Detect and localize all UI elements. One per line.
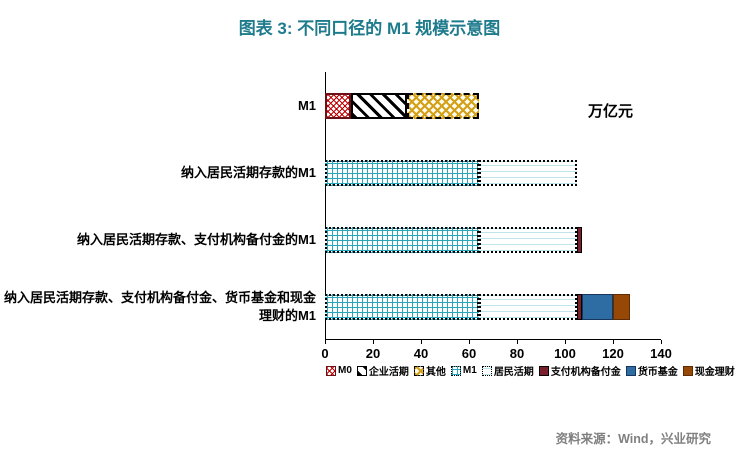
bar-track [325, 159, 577, 186]
tick-label: 40 [413, 346, 429, 361]
tick-mark [469, 340, 470, 344]
tick-label: 0 [321, 346, 329, 361]
legend-item-jumin: 居民活期 [481, 363, 534, 378]
legend-label: M0 [338, 365, 352, 376]
bar-segment-qita [406, 92, 479, 119]
bar-segment-jumin [478, 159, 577, 186]
bar-segment-huobi [581, 293, 613, 320]
legend: M0 企业活期 其他 M1 居民活期 支付机构备付金 货币基金 现金理财 [326, 363, 735, 378]
legend-label: 货币基金 [637, 367, 678, 378]
legend-item-beifu: 支付机构备付金 [538, 363, 621, 378]
legend-item-qita: 其他 [413, 363, 446, 378]
unit-label: 万亿元 [588, 103, 634, 120]
legend-label: 居民活期 [493, 367, 534, 378]
bar-segment-m1 [325, 293, 479, 320]
legend-swatch-xianjin [682, 365, 693, 376]
bar-segment-m1 [325, 159, 479, 186]
bar-segment-xianjin [612, 293, 630, 320]
bar-segment-jumin [478, 293, 577, 320]
legend-swatch-huobi [625, 365, 636, 376]
legend-swatch-qiye [356, 365, 367, 376]
legend-label: 其他 [425, 367, 446, 378]
plot-frame [325, 72, 661, 340]
tick-label: 140 [650, 346, 672, 361]
tick-label: 20 [365, 346, 381, 361]
bar-segment-qiye [351, 92, 407, 119]
tick-label: 60 [461, 346, 477, 361]
category-label: M1 [297, 97, 316, 113]
tick-mark [613, 340, 614, 344]
legend-swatch-jumin [481, 365, 492, 376]
bar-track [325, 293, 630, 320]
bar-row: 纳入居民活期存款、支付机构备付金、货币基金和现金理财的M1 [0, 273, 700, 340]
bar-segment-beifu [576, 293, 582, 320]
bar-rows: M1 纳入居民活期存款的M1 纳入居民活期存款、支付机构备付金的M1 纳入居民活期存款… [0, 72, 700, 340]
bar-track [325, 226, 582, 253]
tick-label: 80 [509, 346, 525, 361]
bar-row: M1 [0, 72, 700, 139]
tick-mark [565, 340, 566, 344]
category-label: 纳入居民活期存款、支付机构备付金、货币基金和现金理财的M1 [3, 289, 316, 323]
bar-track [325, 92, 479, 119]
legend-item-huobi: 货币基金 [625, 363, 678, 378]
legend-swatch-qita [413, 365, 424, 376]
legend-swatch-m0 [326, 365, 336, 376]
category-label: 纳入居民活期存款、支付机构备付金的M1 [76, 231, 316, 247]
legend-label: 支付机构备付金 [550, 367, 621, 378]
legend-label: 企业活期 [368, 367, 409, 378]
legend-label: M1 [462, 365, 477, 376]
source-note: 资料来源：Wind，兴业研究 [555, 432, 711, 446]
legend-item-xianjin: 现金理财 [682, 363, 735, 378]
legend-item-qiye: 企业活期 [356, 363, 409, 378]
legend-swatch-m1 [450, 365, 461, 376]
legend-swatch-beifu [538, 365, 549, 376]
bar-segment-jumin [478, 226, 577, 253]
tick-mark [421, 340, 422, 344]
bar-row: 纳入居民活期存款、支付机构备付金的M1 [0, 206, 700, 273]
bar-segment-m1 [325, 226, 479, 253]
legend-item-m0: M0 [326, 365, 352, 376]
tick-mark [517, 340, 518, 344]
legend-label: 现金理财 [694, 367, 735, 378]
tick-mark [373, 340, 374, 344]
legend-item-m1: M1 [450, 365, 477, 376]
x-axis: 0 20 40 60 80 100 120 140 [321, 340, 672, 364]
tick-mark [661, 340, 662, 344]
tick-label: 100 [554, 346, 576, 361]
chart-title: 图表 3: 不同口径的 M1 规模示意图 [238, 19, 501, 38]
bar-segment-m0 [325, 92, 352, 119]
bar-segment-beifu [576, 226, 582, 253]
tick-label: 120 [602, 346, 624, 361]
bar-row: 纳入居民活期存款的M1 [0, 139, 700, 206]
tick-mark [325, 340, 326, 344]
category-label: 纳入居民活期存款的M1 [180, 164, 316, 180]
